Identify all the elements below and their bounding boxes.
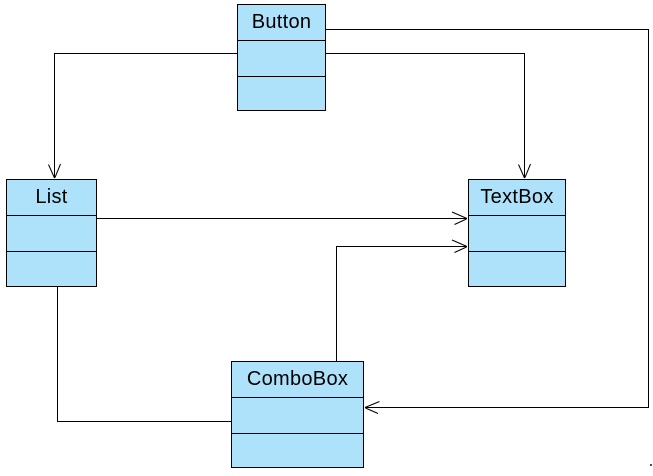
open-arrowhead-down-icon (48, 163, 61, 179)
open-arrowhead-right-icon (451, 239, 468, 253)
open-arrowhead-down-icon (518, 163, 531, 179)
class-box-list[interactable]: List (6, 179, 97, 287)
attributes-compartment[interactable] (469, 215, 565, 251)
attributes-compartment[interactable] (7, 215, 96, 251)
class-name-button: Button (251, 11, 312, 33)
class-box-combobox[interactable]: ComboBox (231, 361, 364, 468)
edge-list-to-textbox[interactable] (97, 211, 468, 225)
edge-button-to-textbox[interactable] (326, 53, 531, 179)
operations-compartment[interactable] (7, 251, 96, 286)
operations-compartment[interactable] (238, 76, 325, 110)
attributes-compartment[interactable] (232, 397, 363, 433)
class-name-textbox: TextBox (480, 186, 554, 208)
edge-button-to-combobox[interactable] (326, 29, 649, 414)
edge-combobox-to-textbox[interactable] (336, 239, 468, 361)
open-arrowhead-left-icon (364, 401, 380, 414)
class-name-combobox: ComboBox (246, 368, 349, 390)
class-name-list: List (35, 186, 68, 208)
edge-button-to-list[interactable] (48, 53, 238, 179)
operations-compartment[interactable] (232, 433, 363, 467)
operations-compartment[interactable] (469, 251, 565, 286)
open-arrowhead-right-icon (451, 211, 468, 225)
screen-artifact-dot (650, 464, 652, 466)
class-box-button[interactable]: Button (237, 4, 326, 111)
class-box-textbox[interactable]: TextBox (468, 179, 566, 287)
edge-list-to-combobox[interactable] (57, 287, 232, 422)
attributes-compartment[interactable] (238, 40, 325, 76)
